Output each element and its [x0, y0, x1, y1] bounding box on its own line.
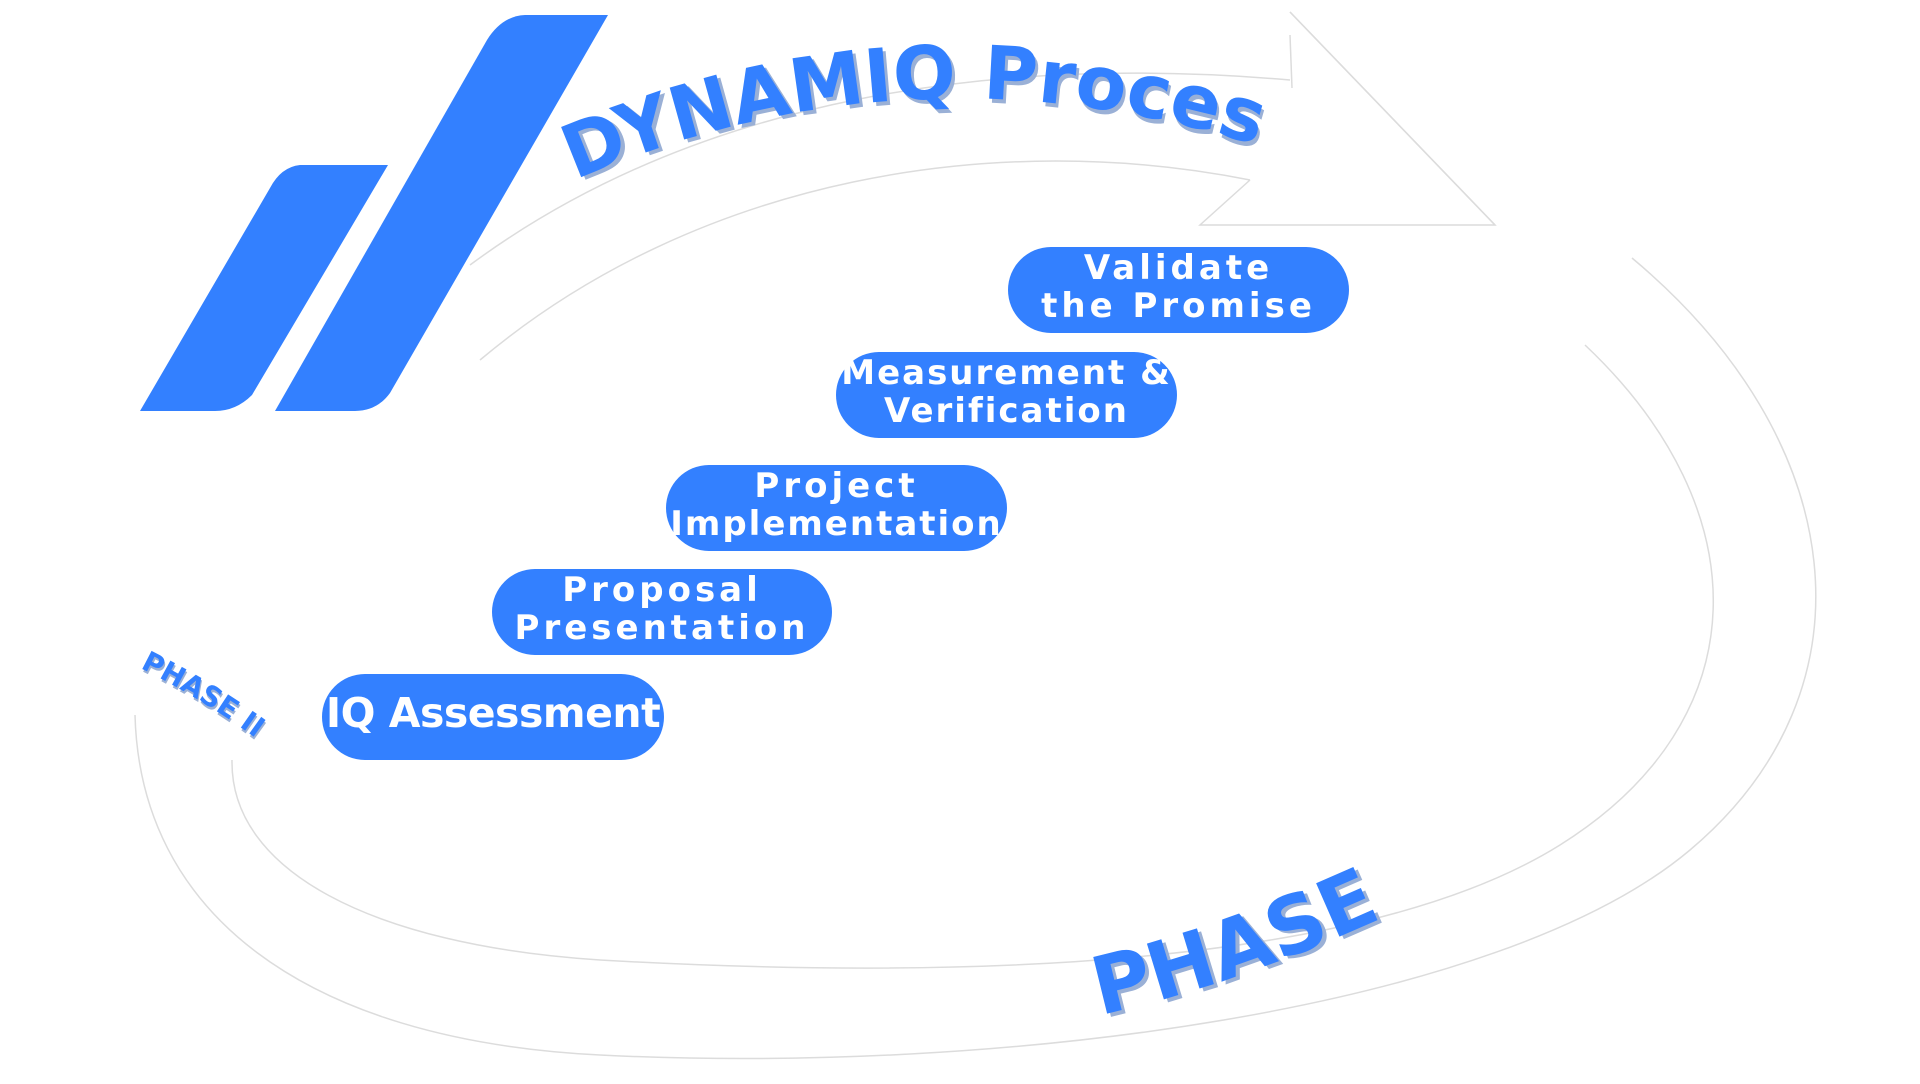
diagram-title-text: DYNAMIQ Process [0, 0, 1276, 196]
step-label-line: Proposal [562, 569, 762, 610]
step-iq-assessment: IQ Assessment [322, 674, 664, 760]
phase-two-label: PHASE II [137, 645, 271, 744]
step-validate-the-promise: Validate the Promise [1008, 247, 1349, 333]
step-label-line: Project [754, 465, 919, 506]
step-label-line: Presentation [514, 608, 810, 648]
arrow-inner-ring [231, 344, 1715, 969]
arrow-band-top [469, 72, 1291, 361]
step-label-line: the Promise [1041, 286, 1316, 326]
logo-long-bar [275, 15, 608, 411]
step-project-implementation: Project Implementation [666, 465, 1007, 551]
logo-short-bar [140, 165, 388, 411]
phase-two-label-text: PHASE II [137, 645, 271, 744]
diagram-title: DYNAMIQ Process [0, 0, 1276, 196]
arrow-head [1198, 11, 1497, 226]
step-label-line: Verification [884, 391, 1129, 431]
step-label-line: IQ Assessment [325, 688, 661, 737]
step-proposal-presentation: Proposal Presentation [492, 569, 832, 655]
double-slash-logo-icon [140, 15, 608, 411]
step-label-line: Validate [1083, 247, 1274, 288]
step-measurement-verification: Measurement & Verification [836, 352, 1177, 438]
step-label-line: Implementation [670, 504, 1003, 544]
step-label-line: Measurement & [841, 352, 1172, 393]
circular-arrow-icon [134, 11, 1817, 1060]
